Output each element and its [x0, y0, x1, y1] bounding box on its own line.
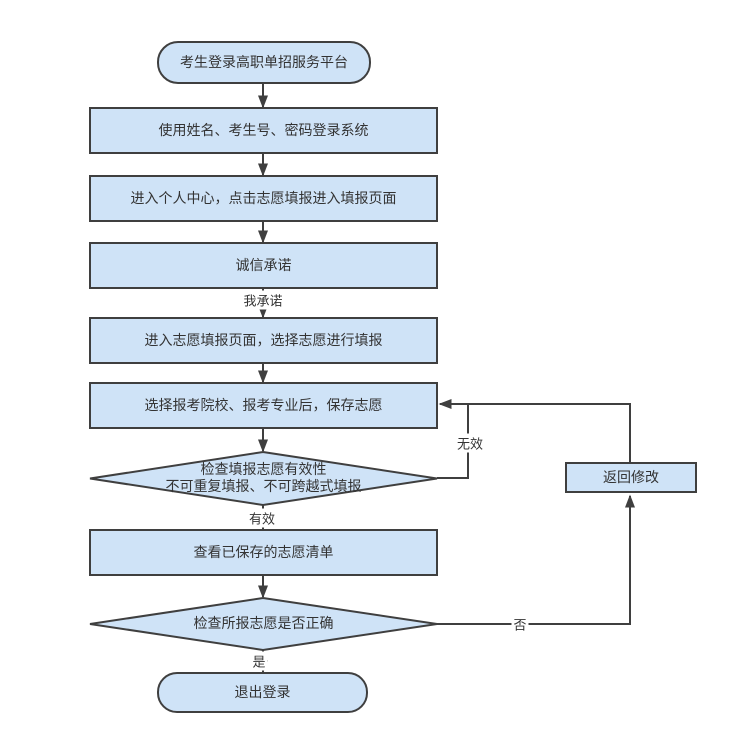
node-personal-center-shape	[89, 175, 438, 222]
edge-invalid-branch	[437, 405, 469, 479]
node-save-choice-shape	[89, 382, 438, 429]
edge-return-modify-to-save	[438, 399, 631, 463]
node-fill-page-shape	[89, 317, 438, 364]
node-integrity-pledge-shape	[89, 242, 438, 289]
node-check-correct-shape	[89, 596, 438, 652]
edge-no-to-return-modify	[437, 494, 635, 625]
node-start-shape	[157, 41, 371, 84]
node-logout-shape	[157, 672, 368, 713]
node-shapes	[89, 41, 697, 713]
edges	[258, 83, 635, 674]
node-check-validity-shape	[89, 450, 438, 507]
node-view-list-shape	[89, 529, 438, 576]
node-login-shape	[89, 107, 438, 154]
node-return-modify-shape	[565, 462, 697, 493]
